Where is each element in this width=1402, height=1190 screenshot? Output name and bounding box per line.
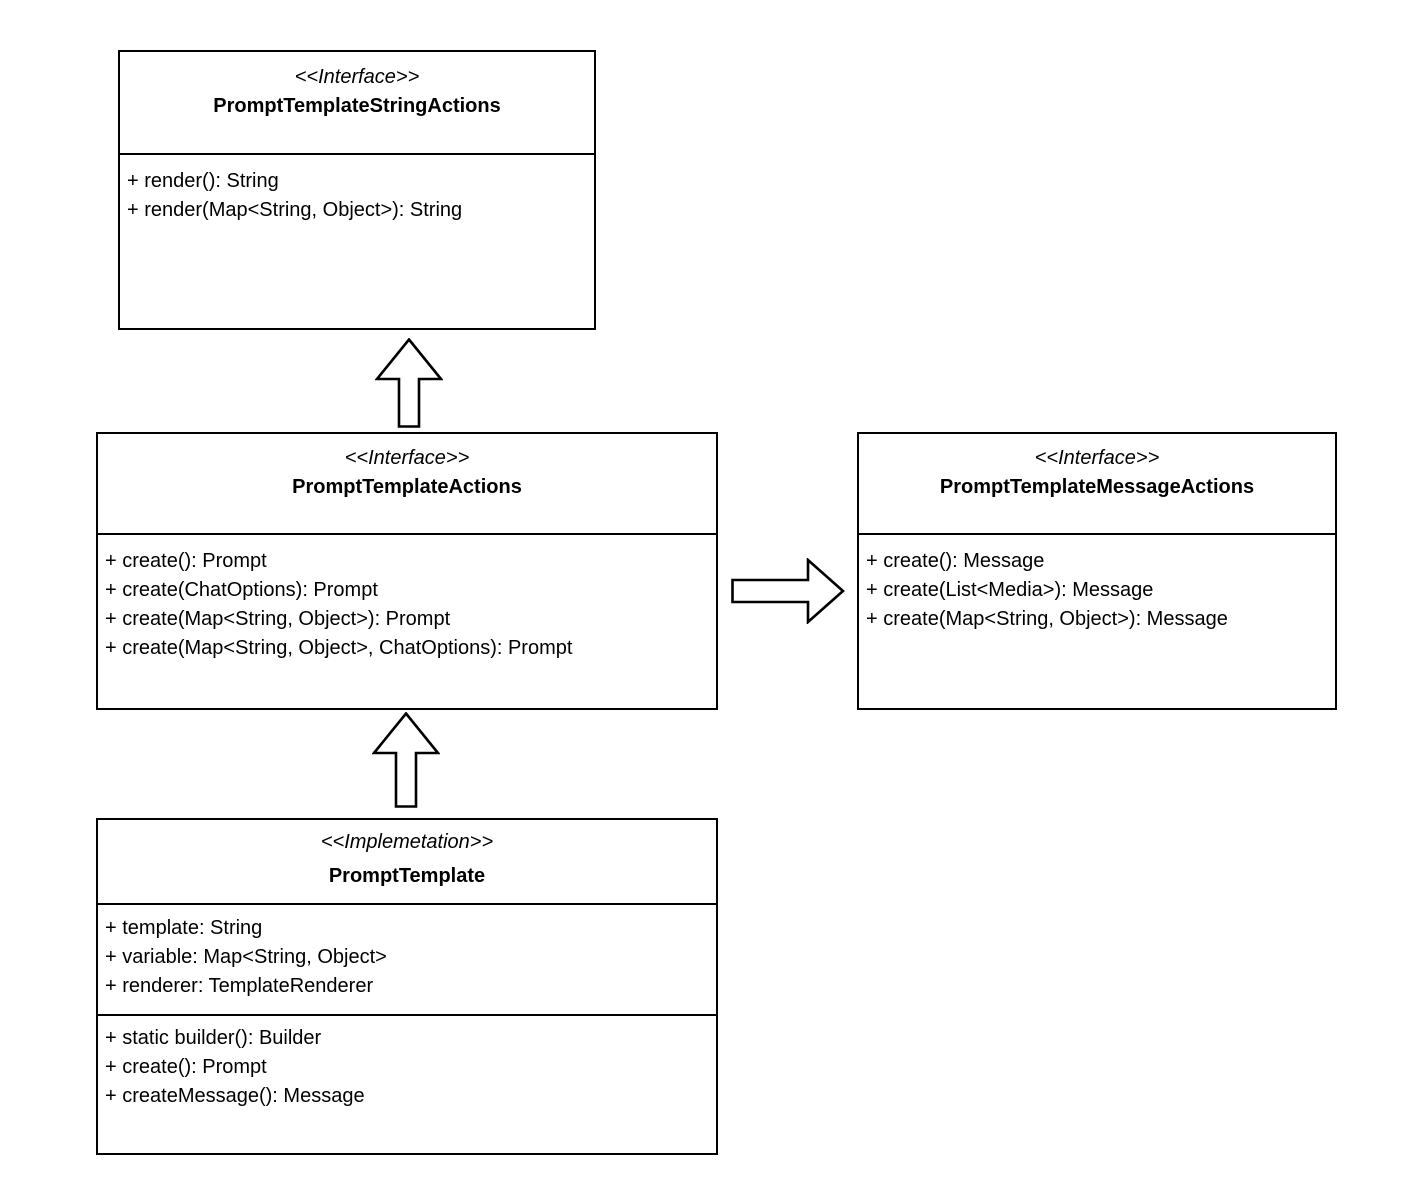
inheritance-arrow-up-icon <box>372 712 440 808</box>
fields-compartment: + template: String + variable: Map<Strin… <box>98 905 716 1016</box>
class-stereotype: <<Interface>> <box>344 447 470 469</box>
class-header: <<Interface>> PromptTemplateMessageActio… <box>859 434 1335 535</box>
class-header: <<Implemetation>> PromptTemplate <box>98 820 716 905</box>
class-stereotype: <<Implemetation>> <box>320 831 494 853</box>
method-row: + create(Map<String, Object>): Message <box>866 608 1228 630</box>
field-row: + renderer: TemplateRenderer <box>105 975 374 997</box>
class-box-prompt-template-message-actions: <<Interface>> PromptTemplateMessageActio… <box>857 432 1337 710</box>
method-row: + create(): Message <box>866 550 1045 572</box>
methods-compartment: + create(): Message + create(List<Media>… <box>859 535 1335 634</box>
field-row: + variable: Map<String, Object> <box>105 946 387 968</box>
inheritance-arrow-up-icon <box>375 338 443 428</box>
method-row: + create(): Prompt <box>105 550 267 572</box>
methods-compartment: + render(): String + render(Map<String, … <box>120 155 594 225</box>
method-row: + create(Map<String, Object>, ChatOption… <box>105 637 573 659</box>
class-header: <<Interface>> PromptTemplateStringAction… <box>120 52 594 155</box>
method-row: + static builder(): Builder <box>105 1027 322 1049</box>
class-stereotype: <<Interface>> <box>1034 447 1160 469</box>
class-box-prompt-template-actions: <<Interface>> PromptTemplateActions + cr… <box>96 432 718 710</box>
class-name: PromptTemplate <box>328 865 486 887</box>
class-name: PromptTemplateMessageActions <box>939 476 1255 498</box>
method-row: + create(List<Media>): Message <box>866 579 1154 601</box>
methods-compartment: + static builder(): Builder + create(): … <box>98 1016 716 1111</box>
inheritance-arrow-right-icon <box>731 558 845 624</box>
method-row: + render(Map<String, Object>): String <box>127 199 463 221</box>
method-row: + create(): Prompt <box>105 1056 267 1078</box>
class-name: PromptTemplateStringActions <box>213 95 501 117</box>
method-row: + create(Map<String, Object>): Prompt <box>105 608 451 630</box>
field-row: + template: String <box>105 917 263 939</box>
method-row: + createMessage(): Message <box>105 1085 365 1107</box>
class-box-prompt-template-string-actions: <<Interface>> PromptTemplateStringAction… <box>118 50 596 330</box>
class-header: <<Interface>> PromptTemplateActions <box>98 434 716 535</box>
class-box-prompt-template: <<Implemetation>> PromptTemplate + templ… <box>96 818 718 1155</box>
methods-compartment: + create(): Prompt + create(ChatOptions)… <box>98 535 716 663</box>
class-stereotype: <<Interface>> <box>294 66 420 88</box>
method-row: + create(ChatOptions): Prompt <box>105 579 378 601</box>
method-row: + render(): String <box>127 170 279 192</box>
class-name: PromptTemplateActions <box>292 476 522 498</box>
